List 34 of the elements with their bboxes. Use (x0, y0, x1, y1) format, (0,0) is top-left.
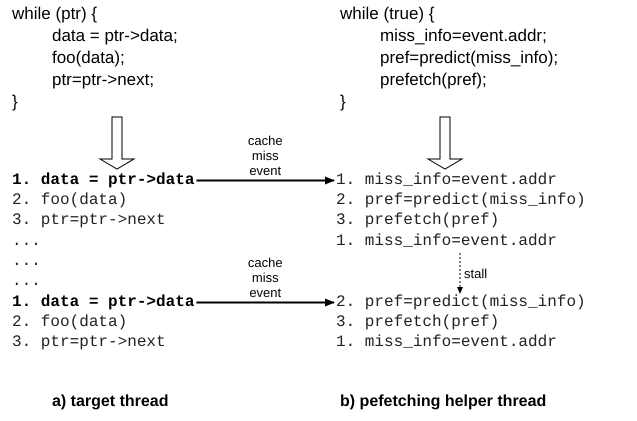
code-line: ... (12, 252, 41, 271)
caption: b) pefetching helper thread (340, 393, 546, 411)
code-line: miss_info=event.addr; (379, 25, 547, 47)
arrow (196, 176, 335, 184)
code-line: ... (12, 232, 41, 251)
code-line: 3. prefetch(pref) (336, 211, 500, 230)
code-line: 2. pref=predict(miss_info) (336, 293, 586, 312)
block-arrow (426, 116, 464, 170)
code-line: while (ptr) { (12, 3, 98, 25)
code-line: pref=predict(miss_info); (379, 47, 558, 69)
code-line: } (12, 91, 18, 113)
code-line: prefetch(pref); (379, 69, 487, 91)
arrow (196, 298, 335, 306)
arrow (457, 252, 463, 294)
code-line: 3. ptr=ptr->next (12, 333, 166, 352)
code-line: while (true) { (340, 3, 434, 25)
code-line: 2. foo(data) (12, 191, 128, 210)
code-line: 2. pref=predict(miss_info) (336, 191, 586, 210)
code-line: } (340, 91, 346, 113)
code-line: 1. data = ptr->data (12, 171, 194, 190)
code-line: 1. miss_info=event.addr (336, 333, 557, 352)
code-line: 1. miss_info=event.addr (336, 232, 557, 251)
caption: a) target thread (52, 393, 168, 411)
code-line: data = ptr->data; (51, 25, 178, 47)
code-line: ptr=ptr->next; (51, 69, 154, 91)
code-line: foo(data); (51, 47, 125, 69)
block-arrow (98, 116, 136, 170)
code-line: ... (12, 272, 41, 291)
code-line: 3. ptr=ptr->next (12, 211, 166, 230)
code-line: 3. prefetch(pref) (336, 313, 500, 332)
code-line: 2. foo(data) (12, 313, 128, 332)
code-line: 1. miss_info=event.addr (336, 171, 557, 190)
code-line: 1. data = ptr->data (12, 293, 194, 312)
edge-label: stall (464, 266, 488, 280)
